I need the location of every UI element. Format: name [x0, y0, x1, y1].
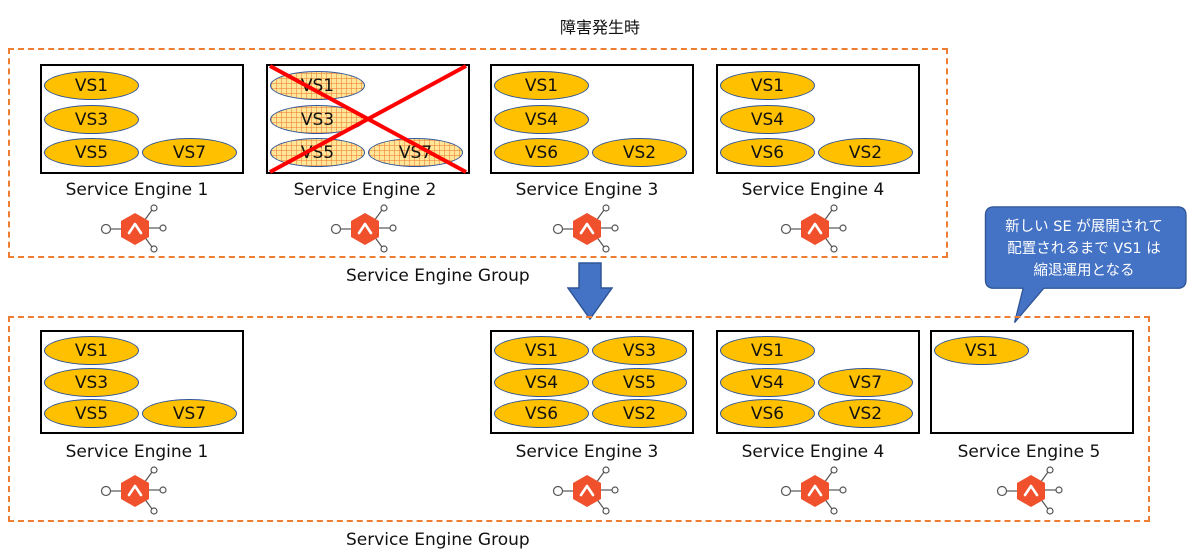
vs-ellipse: VS5: [592, 368, 687, 397]
service-engine-icon: [552, 204, 620, 254]
vs-ellipse: VS7: [142, 138, 237, 167]
vs-ellipse: VS4: [494, 105, 589, 134]
vs-ellipse: VS5: [44, 399, 139, 428]
vs-ellipse: VS1: [494, 336, 589, 365]
vs-ellipse: VS2: [592, 138, 687, 167]
top-se2-label: Service Engine 2: [293, 180, 437, 200]
vs-ellipse: VS1: [934, 336, 1029, 365]
vs-ellipse: VS2: [818, 399, 913, 428]
vs-ellipse: VS1: [494, 71, 589, 100]
bottom-se3-label: Service Engine 3: [515, 442, 659, 462]
top-se4-label: Service Engine 4: [741, 180, 885, 200]
top-se4-box: VS1 VS4 VS6 VS2: [716, 64, 920, 174]
service-engine-icon: [100, 204, 168, 254]
vs-ellipse: VS1: [44, 71, 139, 100]
service-engine-icon: [780, 466, 848, 516]
vs-ellipse: VS2: [818, 138, 913, 167]
vs-ellipse: VS1: [720, 71, 815, 100]
top-group-label: Service Engine Group: [346, 266, 530, 286]
vs-ellipse: VS4: [720, 368, 815, 397]
vs-ellipse: VS6: [720, 399, 815, 428]
down-arrow-icon: [567, 262, 613, 320]
bottom-service-engine-group-box: [8, 316, 1150, 522]
bottom-se5-label: Service Engine 5: [957, 442, 1101, 462]
bottom-se1-label: Service Engine 1: [65, 442, 209, 462]
service-engine-icon: [780, 204, 848, 254]
vs-ellipse: VS7: [142, 399, 237, 428]
callout-line: 新しい SE が展開されて: [1005, 219, 1163, 235]
vs-ellipse-failed: VS7: [368, 138, 463, 167]
callout-bubble: [984, 206, 1187, 323]
vs-ellipse: VS1: [720, 336, 815, 365]
vs-ellipse: VS2: [592, 399, 687, 428]
callout-line: 縮退運用となる: [1033, 263, 1135, 279]
bottom-se4-box: VS1 VS4 VS7 VS6 VS2: [716, 330, 920, 434]
vs-ellipse: VS4: [720, 105, 815, 134]
top-se1-label: Service Engine 1: [65, 180, 209, 200]
bottom-group-label: Service Engine Group: [346, 530, 530, 550]
vs-ellipse-failed: VS3: [270, 105, 365, 134]
service-engine-icon: [552, 466, 620, 516]
vs-ellipse: VS6: [494, 399, 589, 428]
top-se3-label: Service Engine 3: [515, 180, 659, 200]
top-se3-box: VS1 VS4 VS6 VS2: [490, 64, 694, 174]
bottom-se5-box: VS1: [930, 330, 1134, 434]
vs-ellipse: VS1: [44, 336, 139, 365]
top-se2-box-failed: VS1 VS3 VS5 VS7: [266, 64, 470, 174]
bottom-se4-label: Service Engine 4: [741, 442, 885, 462]
service-engine-icon: [100, 466, 168, 516]
vs-ellipse: VS7: [818, 368, 913, 397]
vs-ellipse-failed: VS5: [270, 138, 365, 167]
bottom-se3-box: VS1 VS3 VS4 VS5 VS6 VS2: [490, 330, 694, 434]
vs-ellipse: VS6: [720, 138, 815, 167]
callout-line: 配置されるまで VS1 は: [1007, 241, 1161, 257]
vs-ellipse: VS3: [592, 336, 687, 365]
vs-ellipse: VS3: [44, 105, 139, 134]
top-se1-box: VS1 VS3 VS5 VS7: [40, 64, 244, 174]
top-service-engine-group-box: [8, 48, 948, 258]
callout-text: 新しい SE が展開されて 配置されるまで VS1 は 縮退運用となる: [974, 216, 1194, 282]
bottom-se1-box: VS1 VS3 VS5 VS7: [40, 330, 244, 434]
vs-ellipse: VS5: [44, 138, 139, 167]
service-engine-icon: [996, 466, 1064, 516]
diagram-title: 障害発生時: [559, 18, 640, 37]
vs-ellipse: VS3: [44, 368, 139, 397]
service-engine-icon: [330, 204, 398, 254]
vs-ellipse: VS4: [494, 368, 589, 397]
vs-ellipse: VS6: [494, 138, 589, 167]
vs-ellipse-failed: VS1: [270, 71, 365, 100]
